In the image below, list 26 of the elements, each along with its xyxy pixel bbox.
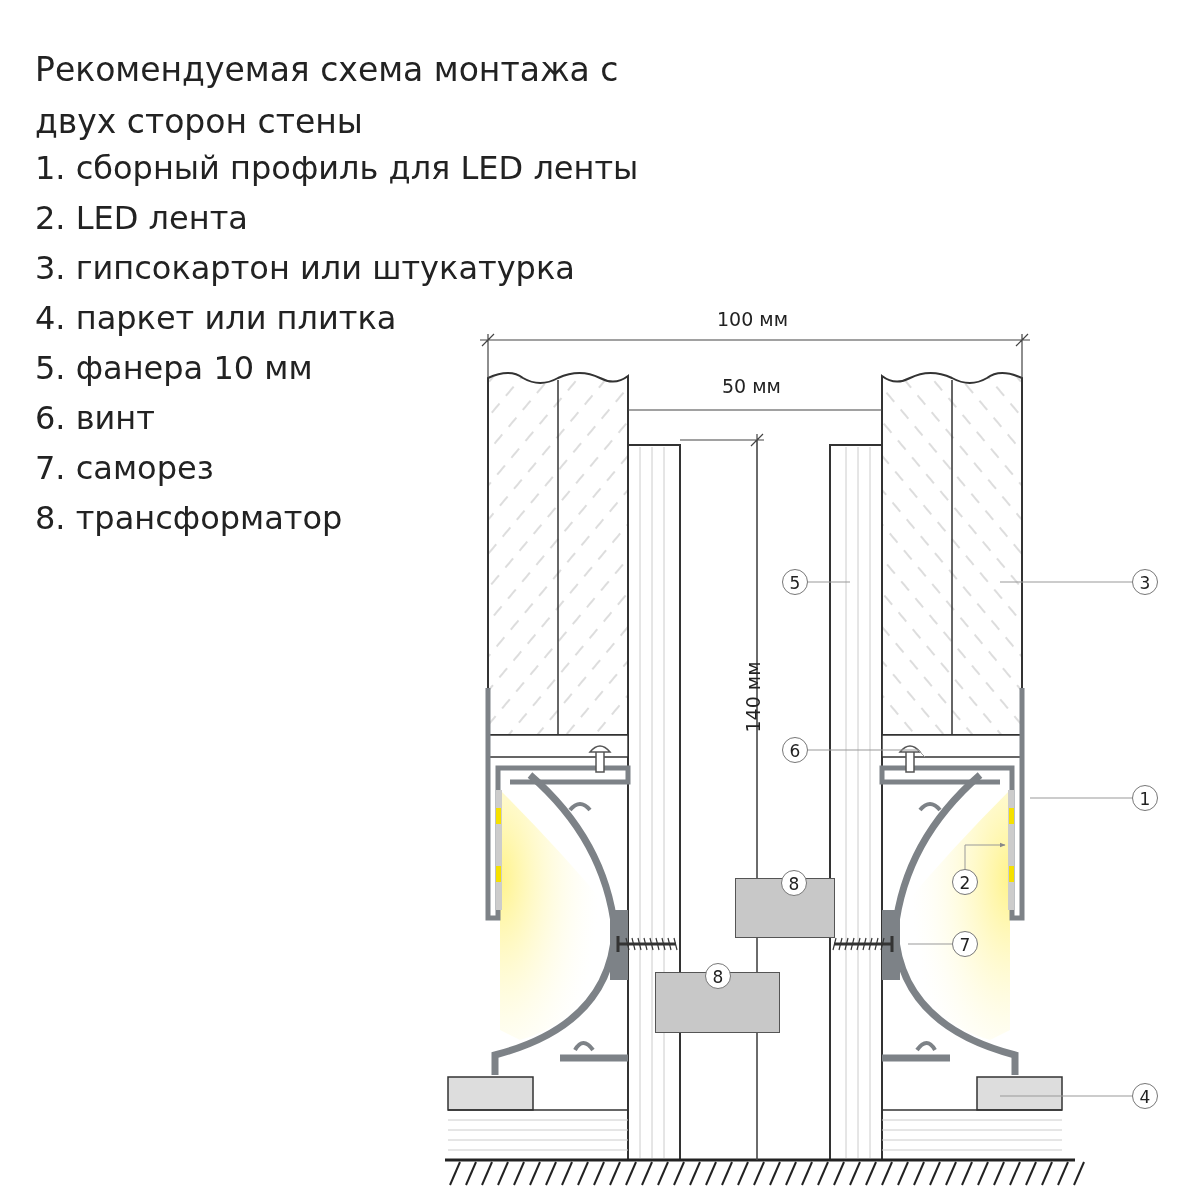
dimension-label: 100 мм <box>717 308 788 330</box>
callout-number: 4 <box>1132 1083 1158 1109</box>
legend-item: 1. сборный профиль для LED ленты <box>35 148 639 188</box>
leader-line <box>807 749 926 758</box>
callout-number: 5 <box>782 569 808 595</box>
callout-number: 3 <box>1132 569 1158 595</box>
leader-line <box>907 943 953 945</box>
leader-line <box>999 1095 1133 1097</box>
callout-number: 6 <box>782 737 808 763</box>
callout-number: 1 <box>1132 785 1158 811</box>
leader-line <box>964 842 1006 870</box>
legend-item: 2. LED лента <box>35 198 248 238</box>
callout-number: 8 <box>705 963 731 989</box>
dimension-label: 50 мм <box>722 375 781 397</box>
leader-line <box>807 581 851 583</box>
legend-item: 6. винт <box>35 398 155 438</box>
legend-item: 8. трансформатор <box>35 498 343 538</box>
legend-item: 4. паркет или плитка <box>35 298 397 338</box>
legend-item: 5. фанера 10 мм <box>35 348 313 388</box>
callout-number: 8 <box>781 870 807 896</box>
leader-line <box>1029 797 1133 799</box>
legend-item: 3. гипсокартон или штукатурка <box>35 248 575 288</box>
diagram-title: Рекомендуемая схема монтажа с двух сторон стены <box>35 49 620 143</box>
legend-item: 7. саморез <box>35 448 214 488</box>
leader-line <box>999 581 1133 583</box>
dimension-label: 140 мм <box>742 661 765 733</box>
